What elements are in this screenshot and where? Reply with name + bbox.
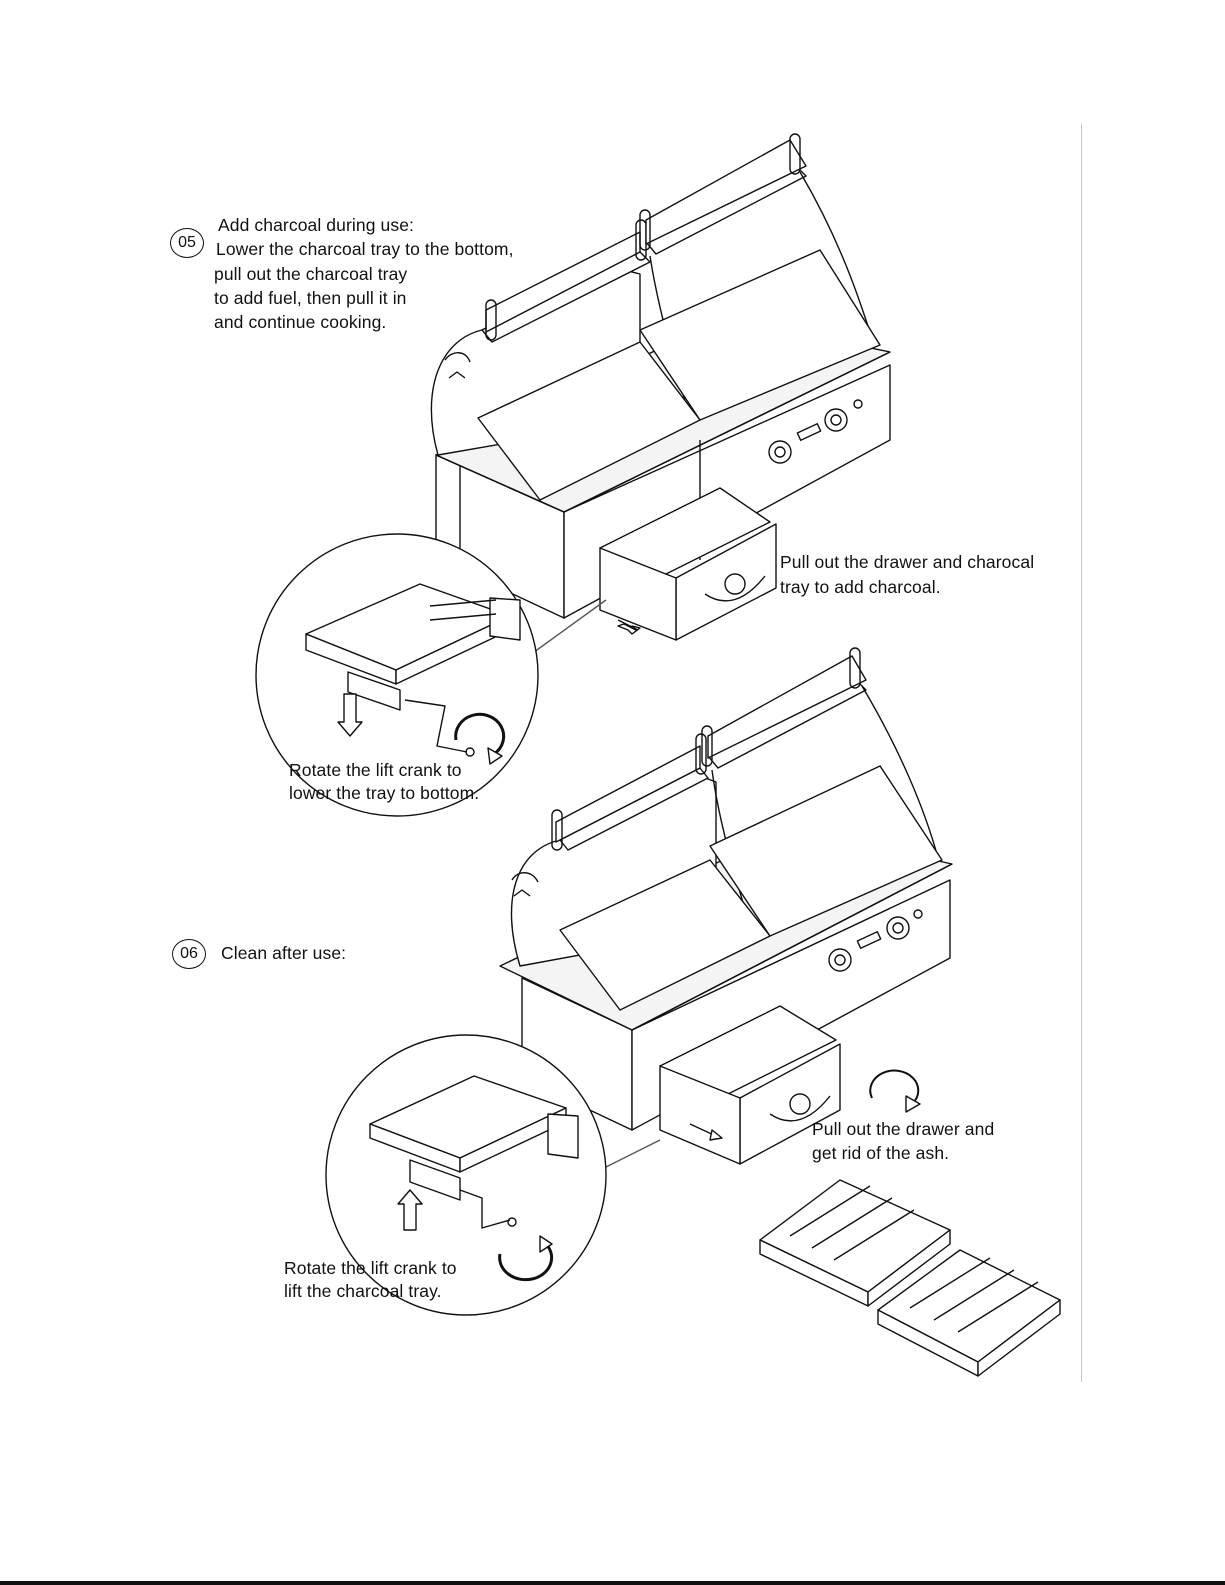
page-bottom-rule xyxy=(0,1581,1225,1585)
step-05-instruction-line-3: to add fuel, then pull it in xyxy=(214,288,407,308)
step-05-instruction-line-4: and continue cooking. xyxy=(214,312,387,332)
step-06-number-badge: 06 xyxy=(172,939,206,969)
step-06-drawer-callout-line-2: get rid of the ash. xyxy=(812,1143,950,1163)
step-05-number-badge: 05 xyxy=(170,228,204,258)
step-05-crank-callout-line-1: Rotate the lift crank to xyxy=(289,760,462,780)
step-06-title: Clean after use: xyxy=(221,943,347,963)
step-05-instruction-line-2: pull out the charcoal tray xyxy=(214,264,408,284)
page-margin-rule xyxy=(1081,124,1082,1382)
step-06-crank-callout-line-1: Rotate the lift crank to xyxy=(284,1258,457,1278)
step-05-drawer-callout-line-1: Pull out the drawer and charocal xyxy=(780,552,1035,572)
step-06-drawer-callout-line-1: Pull out the drawer and xyxy=(812,1119,995,1139)
step-05-crank-callout-line-2: lower the tray to bottom. xyxy=(289,783,480,803)
step-05-instruction-line-1: Lower the charcoal tray to the bottom, xyxy=(216,239,514,259)
step-05-title: Add charcoal during use: xyxy=(218,215,414,235)
step-06-crank-callout-line-2: lift the charcoal tray. xyxy=(284,1281,442,1301)
step-05-drawer-callout-line-2: tray to add charcoal. xyxy=(780,577,941,597)
